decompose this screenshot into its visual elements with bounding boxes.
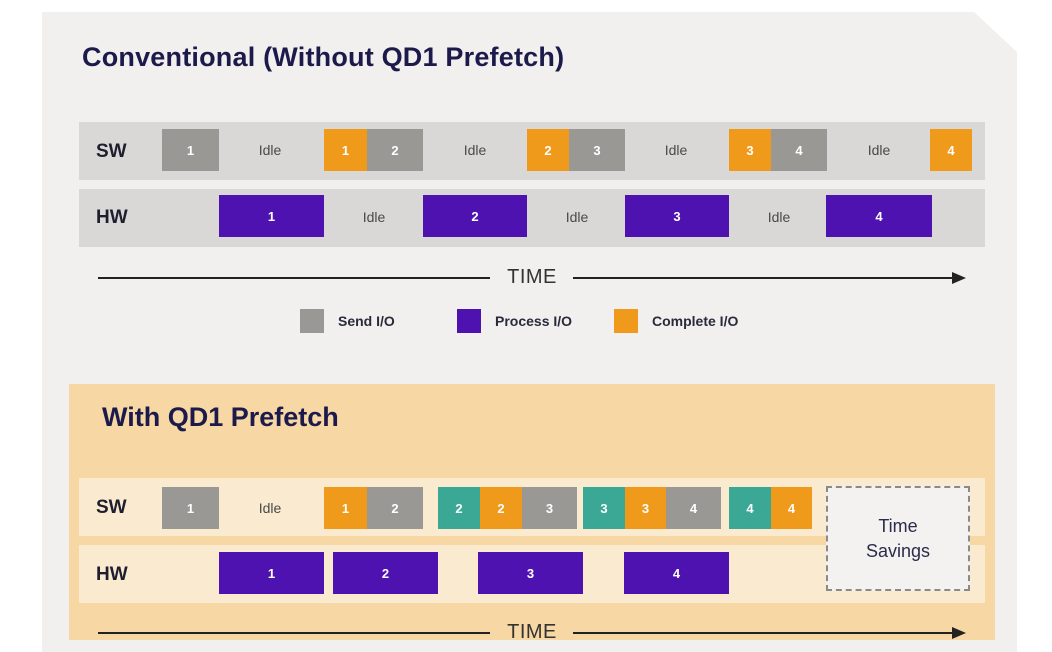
pf-sw-prefetch-3: 3 [583,487,625,529]
pf-hw-process-1: 1 [219,552,324,594]
prefetch-title: With QD1 Prefetch [102,402,339,432]
pf-sw-send-1: 1 [162,487,219,529]
pf-sw-idle-1: Idle [258,500,282,516]
legend-process-swatch [457,309,481,333]
pf-sw-complete-1: 1 [324,487,367,529]
conventional-hw-label: HW [96,207,128,228]
pf-time-line-left [98,632,490,634]
prefetch-hw-label: HW [96,564,128,585]
pf-sw-prefetch-4: 4 [729,487,771,529]
conventional-title: Conventional (Without QD1 Prefetch) [82,42,565,72]
conv-hw-idle-3: Idle [767,209,791,225]
pf-sw-send-2: 2 [367,487,423,529]
conv-sw-send-4: 4 [771,129,827,171]
conv-hw-process-1: 1 [219,195,324,237]
conventional-sw-label: SW [96,141,127,162]
conv-sw-complete-4: 4 [930,129,972,171]
conv-sw-complete-2: 2 [527,129,569,171]
conv-hw-idle-2: Idle [565,209,589,225]
conv-sw-complete-3: 3 [729,129,771,171]
pf-sw-complete-4: 4 [771,487,812,529]
legend-send-swatch [300,309,324,333]
pf-hw-process-2: 2 [333,552,438,594]
conv-sw-idle-3: Idle [664,142,688,158]
legend-complete-label: Complete I/O [652,313,739,329]
conv-hw-process-4: 4 [826,195,932,237]
pf-sw-prefetch-2: 2 [438,487,480,529]
time-savings-label: Time Savings [865,515,931,561]
conv-hw-process-2: 2 [423,195,527,237]
legend-complete-swatch [614,309,638,333]
conv-sw-send-2: 2 [367,129,423,171]
pf-sw-send-4: 4 [666,487,721,529]
pf-hw-process-3: 3 [478,552,583,594]
pf-time-line-right [573,632,953,634]
conv-time-label: TIME [507,266,557,288]
pf-sw-send-3: 3 [522,487,577,529]
conv-hw-idle-1: Idle [362,209,386,225]
pf-sw-complete-3: 3 [625,487,666,529]
pf-sw-complete-2: 2 [480,487,522,529]
legend-send-label: Send I/O [338,313,395,329]
conv-sw-idle-2: Idle [463,142,487,158]
pf-time-arrowhead [952,627,966,639]
legend-process-label: Process I/O [495,313,573,329]
time-savings-box: Time Savings [826,486,970,591]
conv-hw-process-3: 3 [625,195,729,237]
pf-time-label: TIME [507,621,557,643]
conv-sw-send-1: 1 [162,129,219,171]
pf-hw-process-4: 4 [624,552,729,594]
conv-sw-complete-1: 1 [324,129,367,171]
conv-time-arrowhead [952,272,966,284]
conv-sw-idle-4: Idle [867,142,891,158]
conv-sw-send-3: 3 [569,129,625,171]
conv-sw-idle-1: Idle [258,142,282,158]
conv-time-line-left [98,277,490,279]
prefetch-sw-label: SW [96,497,127,518]
conv-time-line-right [573,277,953,279]
